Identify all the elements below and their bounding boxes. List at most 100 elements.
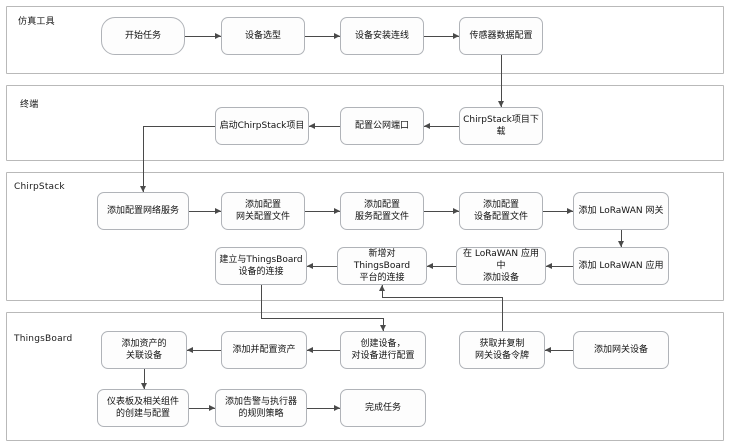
connector-segment [143,126,144,192]
arrowhead-right [209,404,215,411]
connector-segment [144,369,145,389]
flow-node-n4[interactable]: 传感器数据配置 [459,17,543,55]
flow-node-n17[interactable]: 添加网关设备 [573,331,669,369]
connector-segment [185,36,221,37]
flow-node-n23[interactable]: 添加告警与执行器的规则策略 [215,389,307,427]
connector-segment [305,36,340,37]
connector-segment [427,266,456,267]
arrowhead-up [378,285,385,291]
connector-segment [307,408,340,409]
flow-node-label: 配置公网端口 [354,121,409,131]
connector-segment [305,211,340,212]
swimlane-label: 终端 [20,100,39,110]
flow-node-label: 启动ChirpStack项目 [219,121,305,131]
flow-node-label: 添加网关设备 [593,345,648,355]
flow-node-label: 设备选型 [244,31,281,41]
flow-node-label: 在 LoRaWAN 应用中添加设备 [463,249,539,283]
flow-node-label: 添加配置服务配置文件 [354,200,409,222]
flow-node-label: 添加资产的关联设备 [121,339,167,361]
arrowhead-left [187,346,193,353]
flow-node-label: 开始任务 [124,31,161,41]
connector-segment [261,318,383,319]
flow-node-label: 添加并配置资产 [232,345,296,355]
flow-node-label: 设备安装连线 [354,31,409,41]
arrowhead-down [140,383,147,389]
connector-segment [382,297,502,298]
connector-segment [545,350,573,351]
arrowhead-left [546,262,552,269]
flow-node-label: 添加告警与执行器的规则策略 [224,397,297,419]
flow-node-label: 创建设备，对设备进行配置 [351,339,415,361]
flow-node-n11[interactable]: 添加配置设备配置文件 [459,192,543,230]
arrowhead-down [497,101,504,107]
connector-segment [543,211,573,212]
flow-node-n8[interactable]: 添加配置网络服务 [97,192,189,230]
arrowhead-right [334,32,340,39]
arrowhead-left [309,122,315,129]
arrowhead-left [427,262,433,269]
arrowhead-right [215,207,221,214]
flow-node-n21[interactable]: 添加资产的关联设备 [101,331,187,369]
flow-node-label: 添加配置设备配置文件 [473,200,528,222]
flow-node-n10[interactable]: 添加配置服务配置文件 [340,192,424,230]
flow-node-n24[interactable]: 完成任务 [340,389,426,427]
connector-segment [261,285,262,318]
connector-segment [383,318,384,331]
arrowhead-left [307,262,313,269]
connector-segment [307,350,340,351]
arrowhead-left [424,122,430,129]
arrowhead-right [453,32,459,39]
arrowhead-right [567,207,573,214]
connector-segment [143,126,215,127]
flow-node-n14[interactable]: 在 LoRaWAN 应用中添加设备 [456,247,546,285]
swimlane-label: ChirpStack [14,182,65,192]
flow-node-n1[interactable]: 开始任务 [101,17,185,55]
flow-node-n9[interactable]: 添加配置网关配置文件 [221,192,305,230]
connector-segment [424,126,459,127]
flow-node-n19[interactable]: 创建设备，对设备进行配置 [340,331,426,369]
connector-segment [621,230,622,247]
connector-segment [307,266,337,267]
flow-node-label: 仪表板及相关组件的创建与配置 [106,397,179,419]
connector-segment [546,266,573,267]
flow-node-n13[interactable]: 添加 LoRaWAN 应用 [573,247,669,285]
arrowhead-right [334,207,340,214]
flow-node-n22[interactable]: 仪表板及相关组件的创建与配置 [97,389,189,427]
connector-segment [187,350,221,351]
flow-node-n7[interactable]: 启动ChirpStack项目 [215,107,309,145]
connector-segment [502,297,503,331]
flow-node-n20[interactable]: 添加并配置资产 [221,331,307,369]
flow-node-label: ChirpStack项目下载 [463,115,539,137]
arrowhead-down [139,186,146,192]
connector-segment [189,211,221,212]
connector-segment [424,36,459,37]
connector-segment [309,126,340,127]
arrowhead-right [453,207,459,214]
flow-node-label: 添加 LoRaWAN 网关 [578,206,664,216]
flow-node-n3[interactable]: 设备安装连线 [340,17,424,55]
swimlane-label: 仿真工具 [18,17,55,27]
arrowhead-right [215,32,221,39]
flow-node-label: 添加 LoRaWAN 应用 [578,261,664,271]
arrowhead-left [307,346,313,353]
swimlane-label: ThingsBoard [14,334,73,344]
arrowhead-down [379,325,386,331]
flow-node-n6[interactable]: 配置公网端口 [340,107,424,145]
flow-node-label: 添加配置网关配置文件 [235,200,290,222]
flow-node-n2[interactable]: 设备选型 [221,17,305,55]
flow-node-label: 完成任务 [364,403,401,413]
flow-node-label: 传感器数据配置 [469,31,533,41]
arrowhead-left [545,346,551,353]
arrowhead-right [334,404,340,411]
connector-segment [424,211,459,212]
flow-node-n5[interactable]: ChirpStack项目下载 [459,107,543,145]
flow-node-n18[interactable]: 获取并复制网关设备令牌 [459,331,545,369]
connector-segment [501,55,502,107]
flow-node-label: 获取并复制网关设备令牌 [474,339,529,361]
flow-node-n12[interactable]: 添加 LoRaWAN 网关 [573,192,669,230]
